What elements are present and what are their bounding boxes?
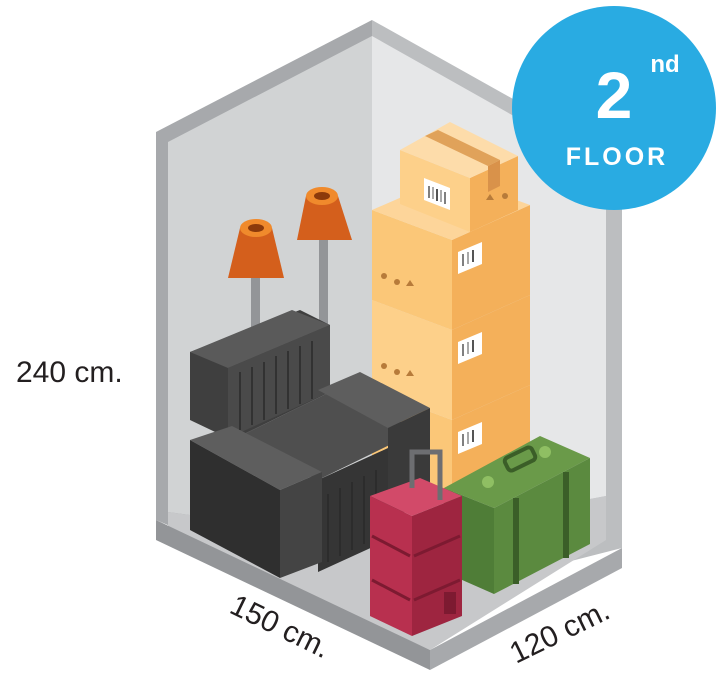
lamp-shade-back-hole [314, 192, 330, 200]
armchair-left-arm-top [190, 426, 322, 490]
red-suitcase [370, 449, 462, 636]
armchair-left-arm-side [280, 472, 322, 578]
red-suitcase-ribs [371, 534, 461, 602]
red-suitcase-wheel [444, 592, 456, 614]
armchair-right-arm-top [318, 372, 430, 428]
barcode-label-icon [458, 422, 482, 454]
red-suitcase-handle [409, 449, 443, 500]
green-suitcase-latch [539, 446, 551, 458]
fragile-symbol-icon [381, 193, 508, 376]
barcode-label-icon [458, 242, 482, 274]
box-top-tape [425, 130, 500, 166]
unit-base-left [156, 520, 430, 670]
lamp-pole-front [251, 275, 260, 365]
box-second-front [372, 210, 452, 330]
box-top-tape-front [488, 160, 500, 192]
floor-badge-word: FLOOR [566, 143, 669, 171]
floor-badge: 2 nd FLOOR [512, 6, 716, 210]
box-top-side [470, 156, 518, 232]
box-third-side [452, 295, 530, 420]
box-second-side [452, 205, 530, 330]
green-suitcase-straps [513, 472, 569, 584]
floor-badge-suffix: nd [650, 51, 679, 78]
green-suitcase-handle [502, 445, 538, 473]
lamp-shade-back [297, 196, 352, 240]
armchair-back-top [190, 310, 330, 368]
floor-badge-circle [512, 6, 716, 210]
armchair-left-arm-front [190, 440, 280, 578]
lamp-shade-front-hole [248, 224, 264, 232]
green-suitcase-latch [482, 476, 494, 488]
floor-lamps [228, 187, 352, 370]
box-bottom-side [452, 385, 530, 492]
armchair [190, 310, 430, 578]
barcode-label-icon [424, 178, 450, 210]
green-suitcase-top [444, 436, 590, 508]
height-dimension-label: 240 cm. [16, 356, 123, 389]
floor-badge-number: 2 [596, 58, 633, 132]
lamp-shade-front [228, 228, 284, 278]
red-suitcase-front [370, 496, 412, 636]
barcode-label-icon [458, 332, 482, 364]
red-suitcase-side [412, 496, 462, 636]
unit-base-right [430, 548, 622, 670]
armchair-back-panel [228, 325, 330, 438]
lamp-pole-back [319, 240, 328, 370]
